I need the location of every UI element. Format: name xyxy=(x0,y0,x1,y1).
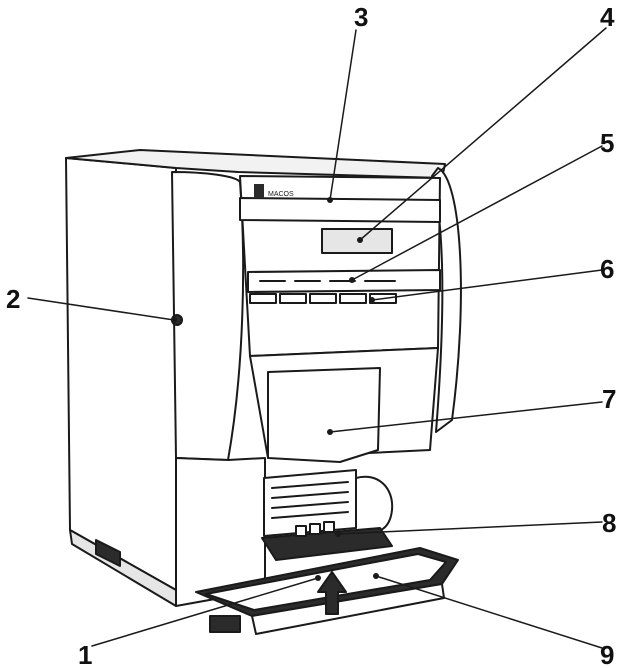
front-door xyxy=(171,171,245,461)
callout-8: 8 xyxy=(602,508,616,538)
callout-lines xyxy=(27,27,607,649)
push-arrow xyxy=(317,571,347,615)
callout-6: 6 xyxy=(600,254,614,284)
dispensing-head xyxy=(267,367,381,463)
upper-cup-tray[interactable] xyxy=(261,521,393,561)
callout-2: 2 xyxy=(6,284,20,314)
brand-text: MACOS xyxy=(268,191,294,198)
header-strip xyxy=(239,197,441,223)
callout-9: 9 xyxy=(600,640,614,668)
callout-3: 3 xyxy=(354,2,368,32)
callout-5: 5 xyxy=(600,128,614,158)
callout-dots xyxy=(171,197,379,581)
side-panel xyxy=(65,157,177,591)
callout-4: 4 xyxy=(600,2,615,32)
callout-7: 7 xyxy=(602,384,616,414)
callout-1: 1 xyxy=(78,640,92,668)
display xyxy=(321,228,393,254)
